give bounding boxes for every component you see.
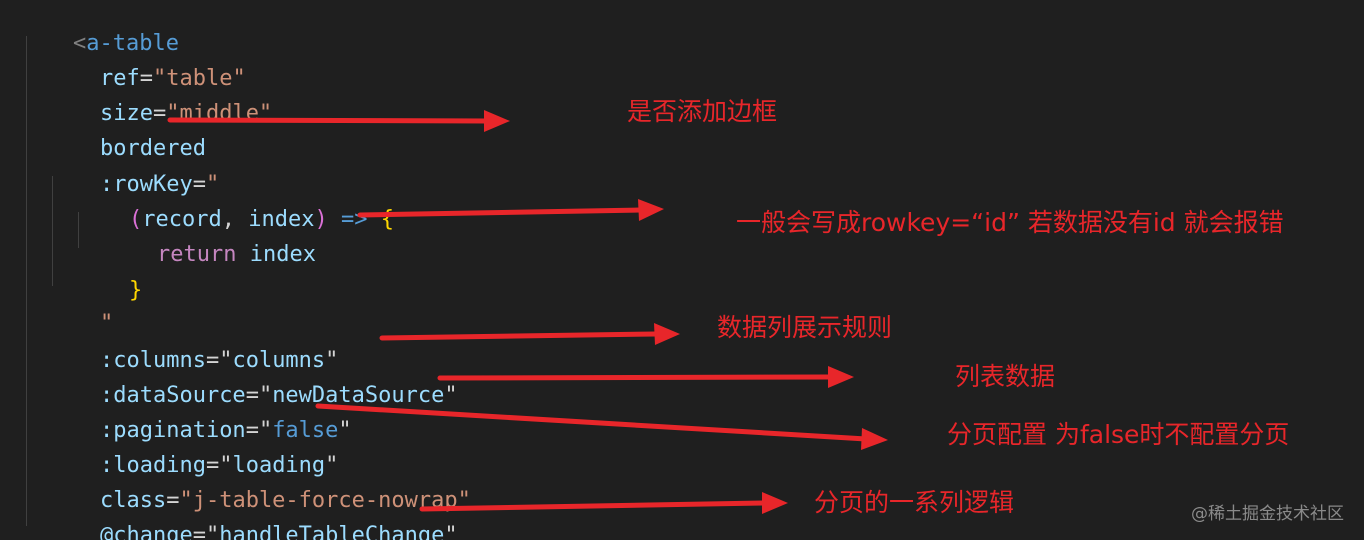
watermark: @稀土掘金技术社区 <box>1191 504 1344 524</box>
quote: " <box>258 383 273 408</box>
arrowhead-datasource <box>828 366 854 388</box>
indent-guide <box>78 212 79 248</box>
code-line-2: ref="table" <box>47 37 246 91</box>
arrowhead-columns <box>654 323 680 345</box>
quote: " <box>219 348 233 373</box>
code-line-4: bordered <box>47 107 206 161</box>
code-line-1: <a-table <box>20 2 179 56</box>
tag-open-bracket: < <box>72 31 87 56</box>
code-line-6: (record, index) => { <box>76 178 394 232</box>
attr-equals: = <box>166 488 180 513</box>
arrow-pagination <box>315 403 869 442</box>
arrow-columns <box>379 331 659 341</box>
quote: " <box>444 383 458 408</box>
indent-guide <box>26 36 27 526</box>
attr-name: @change <box>99 523 193 540</box>
attr-equals: = <box>245 383 259 408</box>
code-line-13: :loading="loading" <box>47 424 338 478</box>
brace-close: } <box>128 278 143 303</box>
code-line-3: size="middle" <box>47 72 272 126</box>
quote: " <box>325 348 339 373</box>
arrowhead-bordered <box>484 110 510 132</box>
paren-open: ( <box>128 207 143 232</box>
attr-value: "table" <box>152 66 246 91</box>
attr-name: ref <box>99 66 140 91</box>
attr-name: :pagination <box>99 418 246 443</box>
arrow-rowkey <box>357 207 643 218</box>
attr-name: :loading <box>99 453 206 478</box>
code-line-5: :rowKey=" <box>47 143 219 197</box>
attr-name: class <box>99 488 167 513</box>
quote: " <box>258 418 273 443</box>
attr-value: " <box>205 172 220 197</box>
quote: " <box>325 453 339 478</box>
attr-name: :rowKey <box>99 172 193 197</box>
keyword-return: return <box>156 242 237 267</box>
annotation-datasource: 列表数据 <box>955 362 1056 391</box>
param-index: index <box>248 207 315 232</box>
annotation-change: 分页的一系列逻辑 <box>814 488 1015 517</box>
attr-value: loading <box>232 453 326 478</box>
attr-name: size <box>99 101 153 126</box>
attr-name: :dataSource <box>99 383 246 408</box>
arrow-operator: => <box>327 207 381 232</box>
arrow-datasource <box>437 374 833 381</box>
annotation-columns: 数据列展示规则 <box>717 313 893 342</box>
code-line-11: :dataSource="newDataSource" <box>47 354 458 408</box>
attr-value: columns <box>232 348 326 373</box>
quote: " <box>205 523 220 540</box>
quote: " <box>219 453 233 478</box>
paren-close: ) <box>314 207 328 232</box>
code-line-15: @change="handleTableChange" <box>47 494 458 540</box>
attr-name: bordered <box>99 136 206 161</box>
attr-name: :columns <box>99 348 206 373</box>
code-line-8: } <box>76 249 142 303</box>
quote: " <box>338 418 352 443</box>
brace-open: { <box>380 207 394 232</box>
arrow-change <box>419 500 767 512</box>
variable-index: index <box>236 242 316 267</box>
code-line-12: :pagination="false" <box>47 389 352 443</box>
code-line-7: return index <box>104 213 316 267</box>
param-record: record <box>142 207 222 232</box>
attr-value: handleTableChange <box>219 523 445 540</box>
attr-value-close: " <box>99 311 114 336</box>
comma: , <box>221 207 249 232</box>
annotation-rowkey: 一般会写成rowkey=“id” 若数据没有id 就会报错 <box>736 208 1284 237</box>
arrowhead-change <box>762 492 788 514</box>
code-line-10: :columns="columns" <box>47 319 338 373</box>
quote: " <box>444 523 458 540</box>
annotation-pagination: 分页配置 为false时不配置分页 <box>947 420 1290 449</box>
annotation-bordered: 是否添加边框 <box>627 97 778 126</box>
attr-equals: = <box>245 418 259 443</box>
arrowhead-pagination <box>861 428 888 450</box>
attr-equals: = <box>205 348 220 373</box>
indent-guide <box>52 176 53 286</box>
arrowhead-rowkey <box>638 199 664 221</box>
code-line-9: " <box>47 282 113 336</box>
attr-equals: = <box>192 172 206 197</box>
attr-equals: = <box>139 66 153 91</box>
tag-name: a-table <box>86 31 179 56</box>
attr-equals: = <box>152 101 167 126</box>
attr-equals: = <box>205 453 220 478</box>
attr-equals: = <box>192 523 206 540</box>
code-line-14: class="j-table-force-nowrap" <box>47 459 471 513</box>
